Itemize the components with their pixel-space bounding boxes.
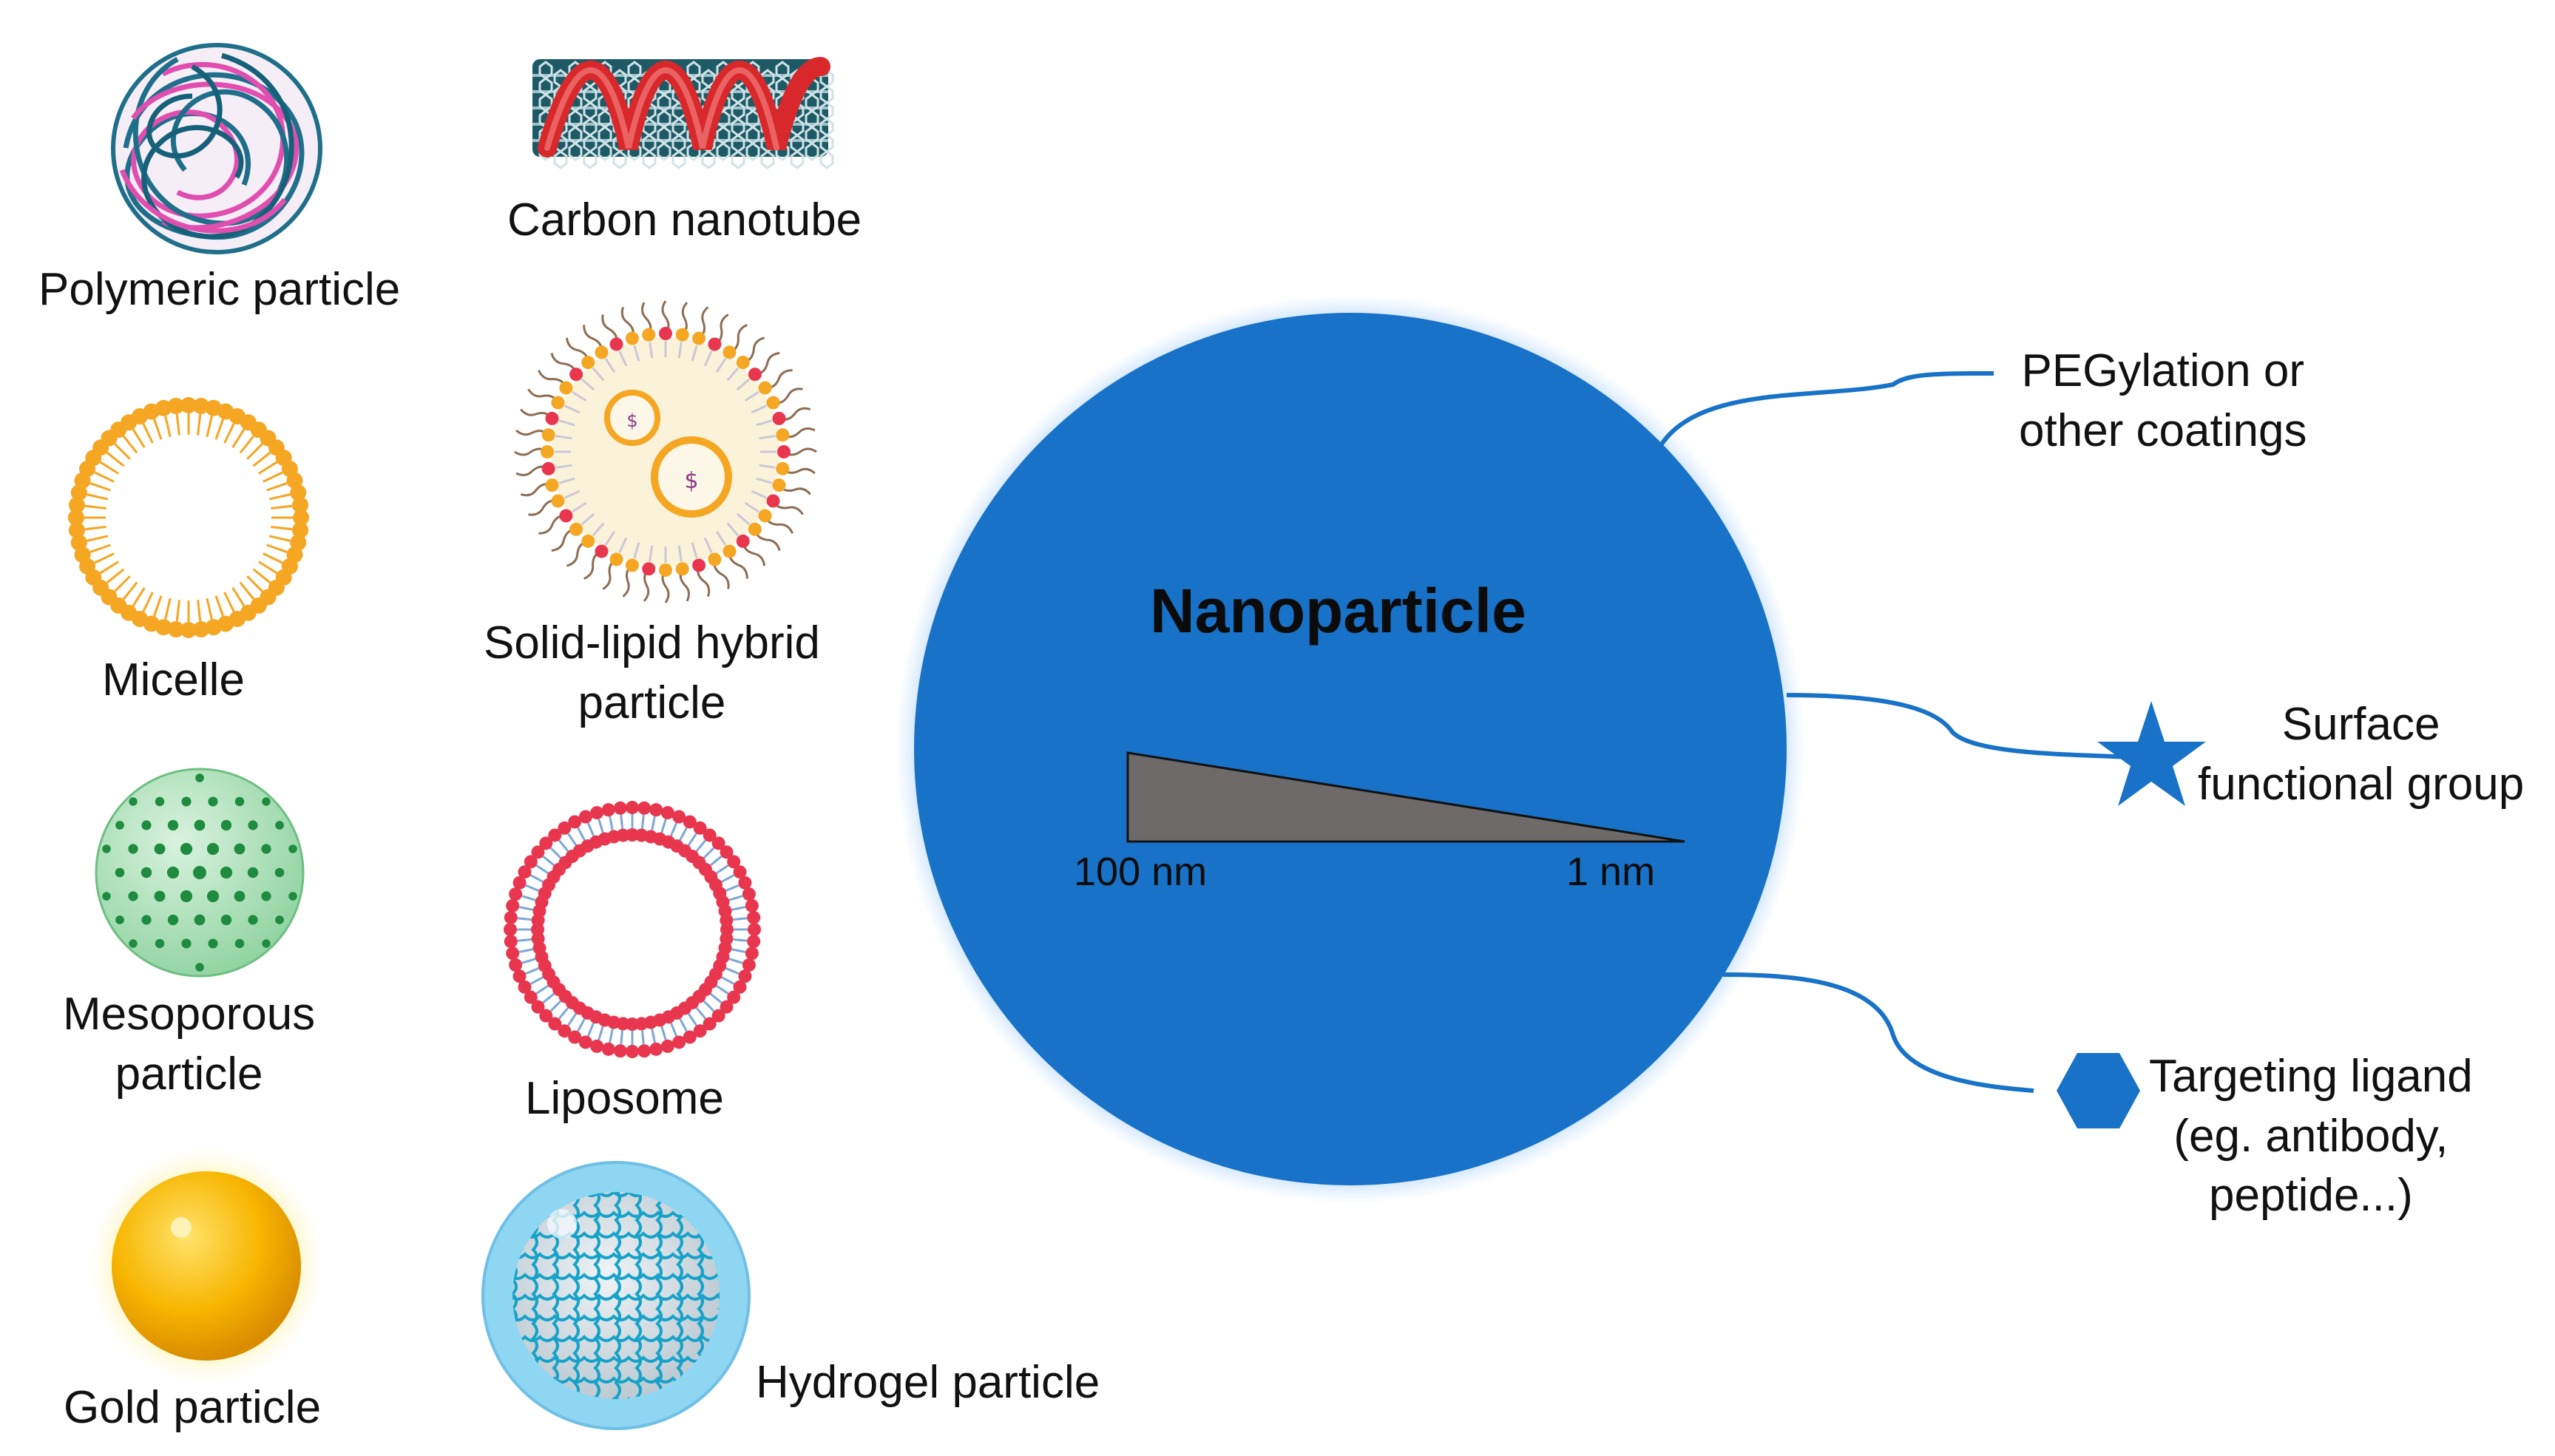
label-surface-functional-group: Surface functional group bbox=[2198, 695, 2524, 814]
label-mesoporous: Mesoporous particle bbox=[63, 985, 315, 1104]
micelle-illustration bbox=[68, 397, 309, 638]
scale-label-100nm: 100 nm bbox=[1074, 850, 1208, 894]
pegylation-connector bbox=[1659, 371, 1994, 447]
scale-label-1nm: 1 nm bbox=[1566, 850, 1656, 894]
svg-text:$: $ bbox=[684, 468, 698, 494]
mesoporous-particle-illustration bbox=[95, 768, 305, 978]
star-icon bbox=[2097, 701, 2206, 806]
label-pegylation-line-1: PEGylation or bbox=[2021, 345, 2304, 396]
nanoparticle bbox=[896, 294, 1805, 1204]
label-targeting-ligand: Targeting ligand (eg. antibody, peptide.… bbox=[2149, 1047, 2473, 1226]
label-polymeric-particle: Polymeric particle bbox=[38, 264, 401, 315]
label-surface-line-1: Surface bbox=[2281, 699, 2440, 750]
label-hydrogel-particle: Hydrogel particle bbox=[756, 1357, 1100, 1408]
label-targeting-line-1: Targeting ligand bbox=[2149, 1051, 2473, 1102]
targeting-connector bbox=[1722, 972, 2034, 1093]
surface-group-connector bbox=[1786, 693, 2153, 760]
label-mesoporous-line-1: Mesoporous bbox=[63, 989, 316, 1040]
label-gold-particle: Gold particle bbox=[64, 1382, 322, 1433]
nanoparticle-core bbox=[914, 313, 1787, 1185]
liposome-illustration bbox=[504, 801, 761, 1058]
feature-connectors bbox=[1659, 371, 2153, 1093]
label-solid-lipid-line-1: Solid-lipid hybrid bbox=[484, 617, 820, 668]
solid-lipid-hybrid-illustration: $ $ bbox=[514, 300, 817, 603]
hexagon-icon bbox=[2057, 1053, 2140, 1128]
size-scale-wedge bbox=[1126, 751, 1685, 843]
svg-text:$: $ bbox=[626, 410, 637, 431]
label-pegylation-line-2: other coatings bbox=[2019, 404, 2307, 456]
label-surface-line-2: functional group bbox=[2198, 758, 2525, 810]
polymeric-particle-illustration bbox=[111, 43, 322, 254]
gold-particle-illustration bbox=[88, 1148, 325, 1384]
label-solid-lipid-line-2: particle bbox=[578, 677, 726, 728]
label-micelle: Micelle bbox=[102, 654, 245, 705]
label-mesoporous-line-2: particle bbox=[115, 1048, 263, 1100]
label-liposome: Liposome bbox=[525, 1073, 724, 1124]
label-pegylation: PEGylation or other coatings bbox=[2019, 342, 2307, 461]
nanoparticle-title: Nanoparticle bbox=[1150, 576, 1526, 646]
hydrogel-particle-illustration bbox=[481, 1161, 751, 1430]
carbon-nanotube-illustration bbox=[532, 57, 834, 169]
label-targeting-line-3: peptide...) bbox=[2209, 1170, 2413, 1222]
label-targeting-line-2: (eg. antibody, bbox=[2173, 1110, 2449, 1162]
label-carbon-nanotube: Carbon nanotube bbox=[507, 194, 862, 246]
label-solid-lipid-hybrid: Solid-lipid hybrid particle bbox=[484, 614, 820, 733]
